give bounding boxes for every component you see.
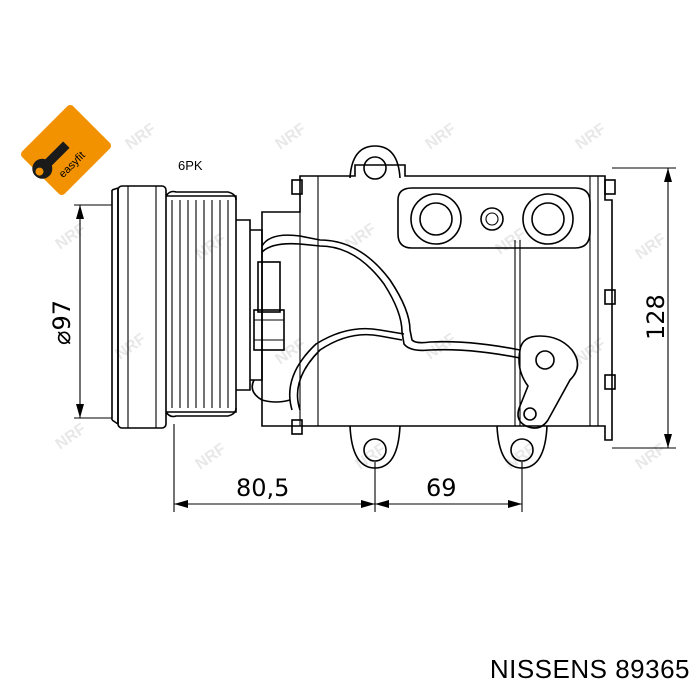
dimension-height: 128 (642, 294, 670, 340)
watermark-text: NRF (193, 440, 230, 473)
watermark-text: NRF (633, 230, 670, 263)
watermark-layer: NRF NRF NRF NRF NRF NRF NRF NRF NRF NRF … (53, 120, 670, 473)
dimension-left-offset: 80,5 (236, 474, 289, 502)
watermark-text: NRF (273, 120, 310, 153)
easyfit-logo: easyfit (20, 104, 112, 196)
watermark-text: NRF (343, 220, 380, 253)
watermark-text: NRF (423, 120, 460, 153)
watermark-text: NRF (193, 230, 230, 263)
pulley-label: 6PK (178, 158, 203, 173)
watermark-text: NRF (493, 225, 530, 258)
wrench-icon (32, 141, 70, 179)
pulley-grooves (165, 190, 237, 418)
watermark-text: NRF (53, 220, 90, 253)
product-caption: NISSENS 89365 (490, 654, 690, 684)
watermark-text: NRF (123, 120, 160, 153)
watermark-text: NRF (633, 440, 670, 473)
pressure-switch (517, 335, 579, 429)
watermark-text: NRF (53, 420, 90, 453)
compressor-body (111, 145, 616, 469)
dimension-bolt-spacing: 69 (426, 474, 457, 502)
wiring-harness (251, 234, 521, 411)
watermark-text: NRF (423, 330, 460, 363)
dimension-lines: ⌀97 128 80,5 69 (48, 167, 676, 512)
watermark-text: NRF (573, 120, 610, 153)
service-ports (397, 187, 591, 249)
dimension-diameter: ⌀97 (48, 300, 76, 345)
